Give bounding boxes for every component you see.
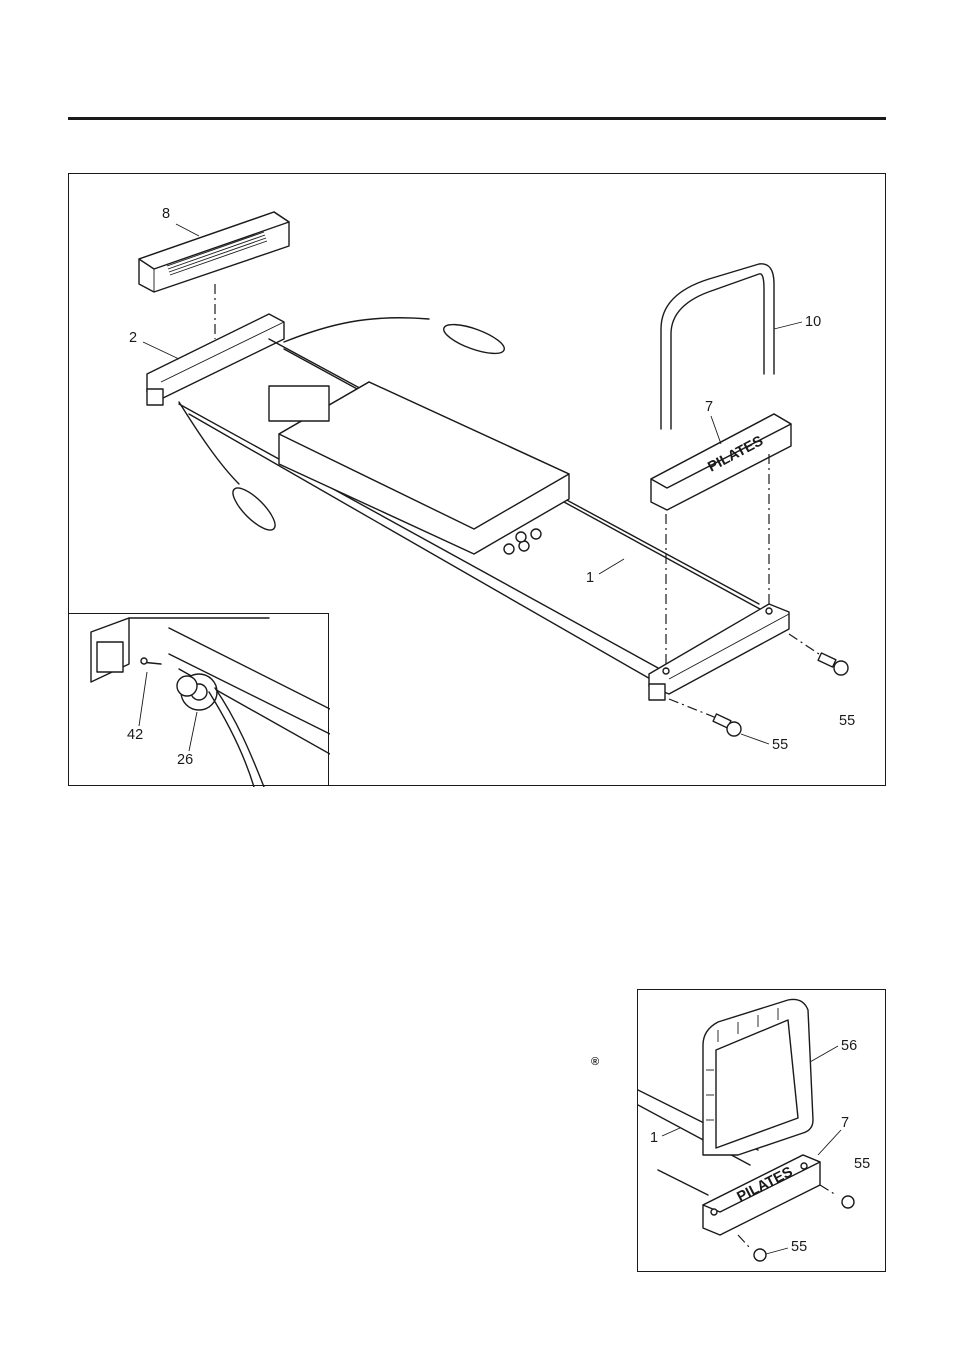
leader-line	[662, 1128, 680, 1136]
callout-10: 10	[805, 314, 821, 330]
leader-line	[766, 1248, 788, 1254]
callout-42: 42	[127, 727, 143, 743]
leader-line	[599, 559, 624, 574]
callout-26: 26	[177, 752, 193, 768]
pulley-detail-drawing: 42 26	[69, 614, 330, 787]
part-8-end-cap	[139, 212, 289, 292]
part-7-box: PILATES	[651, 414, 791, 510]
callout-1: 1	[586, 570, 594, 586]
bar-assembly-figure: PILATES 56 7 1 55 55	[637, 989, 886, 1272]
registered-mark: ®	[591, 1056, 599, 1068]
callout-1: 1	[650, 1130, 658, 1146]
callout-56: 56	[841, 1038, 857, 1054]
leader-line	[774, 322, 802, 329]
leader-line	[711, 416, 721, 444]
callout-55-a: 55	[772, 737, 788, 753]
leader-line	[139, 672, 147, 726]
leader-line	[810, 1046, 838, 1062]
leader-line	[818, 1130, 841, 1155]
part-7-box: PILATES	[703, 1155, 820, 1235]
part-56-cage-bar	[703, 999, 813, 1155]
pulley-detail-figure: 42 26	[68, 613, 329, 786]
callout-8: 8	[162, 206, 170, 222]
part-10-bar	[661, 264, 774, 429]
leader-line	[143, 342, 179, 359]
leader-line	[176, 224, 199, 236]
leader-line	[741, 734, 769, 744]
callout-7: 7	[841, 1115, 849, 1131]
callout-7: 7	[705, 399, 713, 415]
carriage-pad	[269, 382, 569, 554]
callout-55-b: 55	[791, 1239, 807, 1255]
header-rule	[68, 117, 886, 120]
leader-line	[189, 712, 197, 751]
callout-55-b: 55	[839, 713, 855, 729]
part-26-pulley	[177, 674, 264, 787]
bar-assembly-drawing: PILATES 56 7 1 55 55	[638, 990, 887, 1273]
callout-2: 2	[129, 330, 137, 346]
callout-55-a: 55	[854, 1156, 870, 1172]
part-42-pin	[141, 658, 161, 664]
front-frame	[649, 604, 789, 700]
